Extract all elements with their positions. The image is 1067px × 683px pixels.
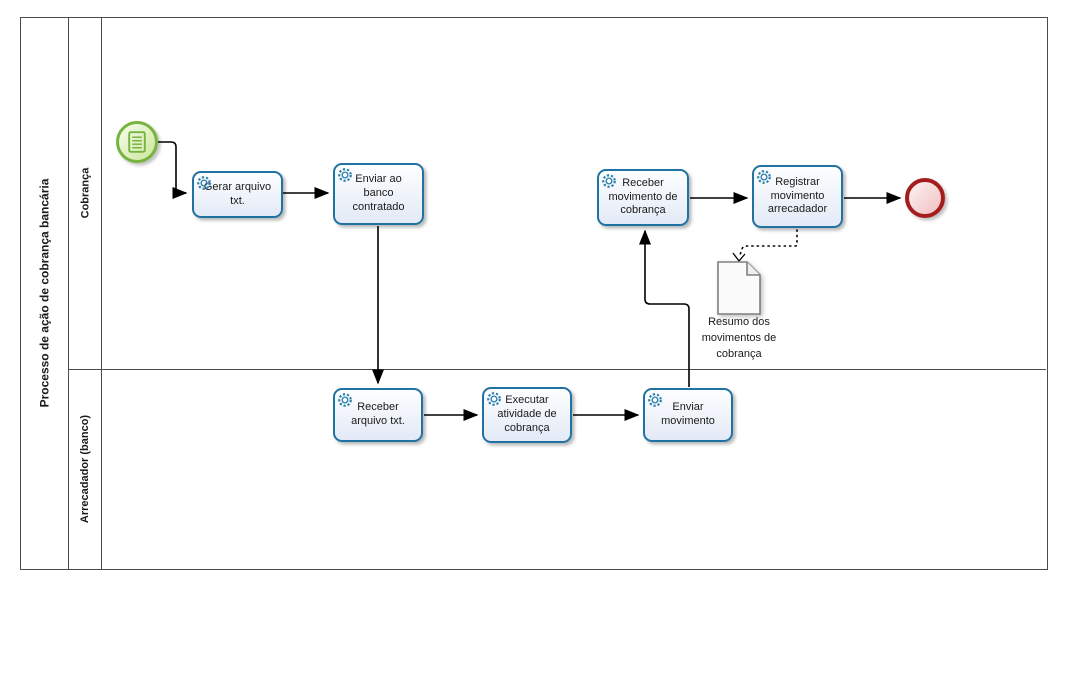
pool-title-band: Processo de ação de cobrança bancária [21,17,68,568]
pool-title-divider [68,17,69,569]
end-event[interactable] [905,178,945,218]
data-object-label: Resumo dos movimentos de cobrança [701,316,777,360]
lane-divider [68,369,1046,370]
task-enviar-movimento[interactable]: Enviar movimento [643,388,733,442]
task-label: Gerar arquivo txt. [203,180,272,207]
gear-icon [485,390,503,408]
gear-icon [336,391,354,409]
task-executar-atividade-de-cobranca[interactable]: Executar atividade de cobrança [482,387,572,443]
gear-icon [336,166,354,184]
lane-arrecadador-band: Arrecadador (banco) [69,369,101,569]
gear-icon [646,391,664,409]
task-receber-arquivo-txt[interactable]: Receber arquivo txt. [333,388,423,442]
task-label: Enviar ao banco contratado [352,173,405,213]
task-label: Enviar movimento [661,401,715,427]
gear-icon [600,172,618,190]
lane-label-divider [101,17,102,569]
task-receber-movimento-de-cobranca[interactable]: Receber movimento de cobrança [597,169,689,226]
lane-arrecadador-label: Arrecadador (banco) [79,414,92,524]
task-label: Receber movimento de cobrança [608,176,678,217]
pool-title: Processo de ação de cobrança bancária [37,178,52,407]
task-registrar-movimento-arrecadador[interactable]: Registrar movimento arrecadador [752,165,843,228]
start-event[interactable] [116,121,158,163]
gear-icon [755,168,773,186]
lane-cobranca-band: Cobrança [69,17,101,369]
data-object[interactable] [717,261,761,315]
task-enviar-ao-banco-contratado[interactable]: Enviar ao banco contratado [333,163,424,225]
gear-icon [195,174,213,192]
task-label: Receber arquivo txt. [351,401,405,427]
task-label: Registrar movimento arrecadador [767,175,828,216]
document-lines-icon [128,131,146,153]
task-gerar-arquivo-txt[interactable]: Gerar arquivo txt. [192,171,283,218]
process-pool [20,17,1048,570]
task-label: Executar atividade de cobrança [497,394,557,434]
folded-corner [746,262,760,276]
lane-cobranca-label: Cobrança [79,167,91,219]
